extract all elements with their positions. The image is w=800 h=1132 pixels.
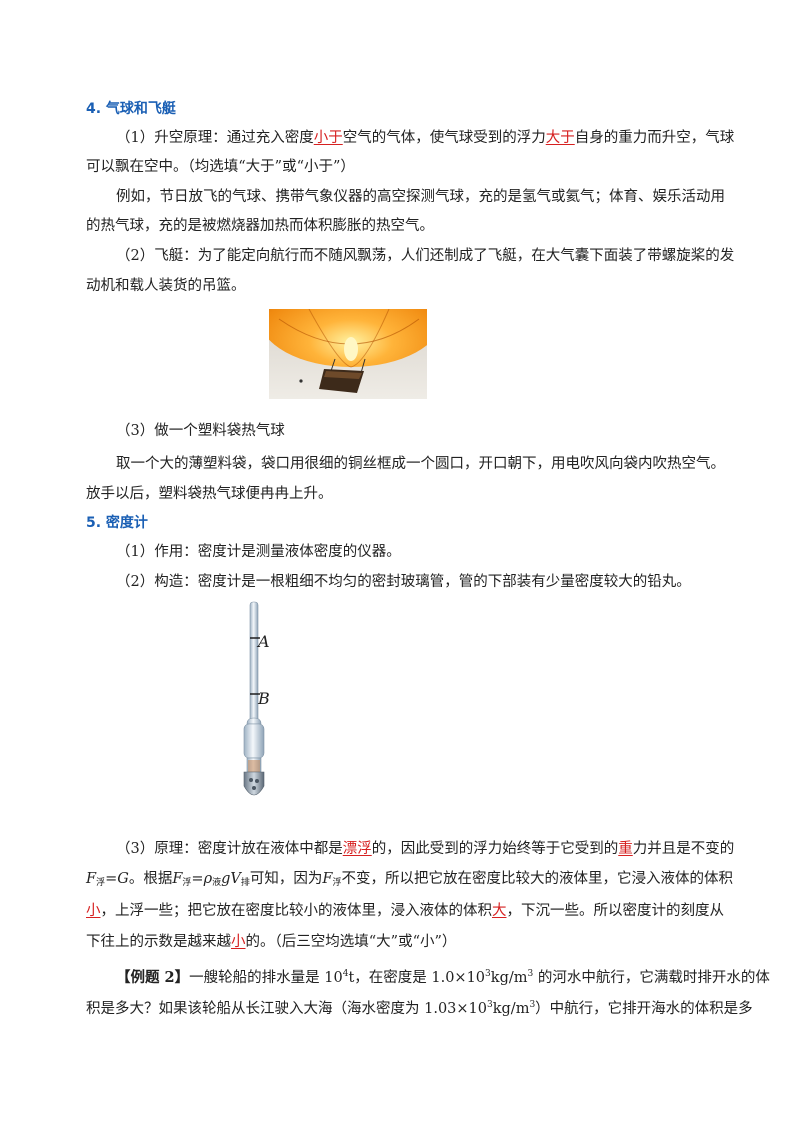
paragraph-hydrometer-principle-l4: 下往上的示数是越来越小的。（后三空均选填“大”或“小”）	[86, 934, 457, 950]
paragraph-hydrometer-structure: （2）构造：密度计是一根粗细不均匀的密封玻璃管，管的下部装有少量密度较大的铅丸。	[116, 574, 691, 590]
example-label: 【例题 2】	[116, 969, 190, 986]
hot-air-balloon-image	[269, 309, 427, 399]
example-2-line1: 【例题 2】一艘轮船的排水量是 104t，在密度是 1.0×103kg/m3 的…	[116, 969, 770, 986]
answer-blank: 小	[86, 903, 101, 919]
paragraph-make-balloon-cont: 放手以后，塑料袋热气球便冉冉上升。	[86, 486, 333, 502]
paragraph-lift-principle-cont: 可以飘在空中。（均选填“大于”或“小于”）	[86, 159, 355, 175]
paragraph-airship: （2）飞艇：为了能定向航行而不随风飘荡，人们还制成了飞艇，在大气囊下面装了带螺旋…	[116, 248, 735, 264]
paragraph-make-balloon-title: （3）做一个塑料袋热气球	[116, 423, 285, 439]
section-heading-hydrometer: 5. 密度计	[86, 515, 148, 531]
paragraph-hydrometer-principle: （3）原理：密度计放在液体中都是漂浮的，因此受到的浮力始终等于它受到的重力并且是…	[116, 841, 735, 857]
example-2-line2: 积是多大？如果该轮船从长江驶入大海（海水密度为 1.03×103kg/m3）中航…	[86, 1000, 753, 1017]
hot-air-balloon-photo	[269, 309, 427, 399]
paragraph-hydrometer-function: （1）作用：密度计是测量液体密度的仪器。	[116, 544, 401, 560]
paragraph-examples-cont: 的热气球，充的是被燃烧器加热而体积膨胀的热空气。	[86, 218, 434, 234]
paragraph-hydrometer-principle-l3: 小，上浮一些；把它放在密度比较小的液体里，浸入液体的体积大，下沉一些。所以密度计…	[86, 903, 724, 919]
answer-blank: 小	[231, 934, 246, 950]
hydrometer-illustration	[243, 601, 265, 796]
paragraph-airship-cont: 动机和载人装货的吊篮。	[86, 278, 246, 294]
paragraph-lift-principle: （1）升空原理：通过充入密度小于空气的气体，使气球受到的浮力大于自身的重力而升空…	[116, 130, 735, 146]
paragraph-examples: 例如，节日放飞的气球、携带气象仪器的高空探测气球，充的是氢气或氦气；体育、娱乐活…	[116, 189, 725, 205]
answer-blank: 漂浮	[342, 841, 372, 857]
answer-blank: 大于	[545, 130, 575, 146]
scale-mark-b-label: B	[258, 689, 270, 708]
paragraph-make-balloon: 取一个大的薄塑料袋，袋口用很细的铜丝框成一个圆口，开口朝下，用电吹风向袋内吹热空…	[116, 456, 725, 472]
section-heading-balloon: 4. 气球和飞艇	[86, 101, 176, 117]
scale-mark-a-label: A	[258, 632, 270, 651]
answer-blank: 大	[492, 903, 507, 919]
answer-blank: 重	[618, 841, 633, 857]
answer-blank: 小于	[313, 130, 343, 146]
paragraph-hydrometer-principle-l2: F浮=G。根据F浮=ρ液gV排可知，因为F浮不变，所以把它放在密度比较大的液体里…	[86, 871, 733, 888]
hydrometer-diagram	[240, 600, 300, 812]
